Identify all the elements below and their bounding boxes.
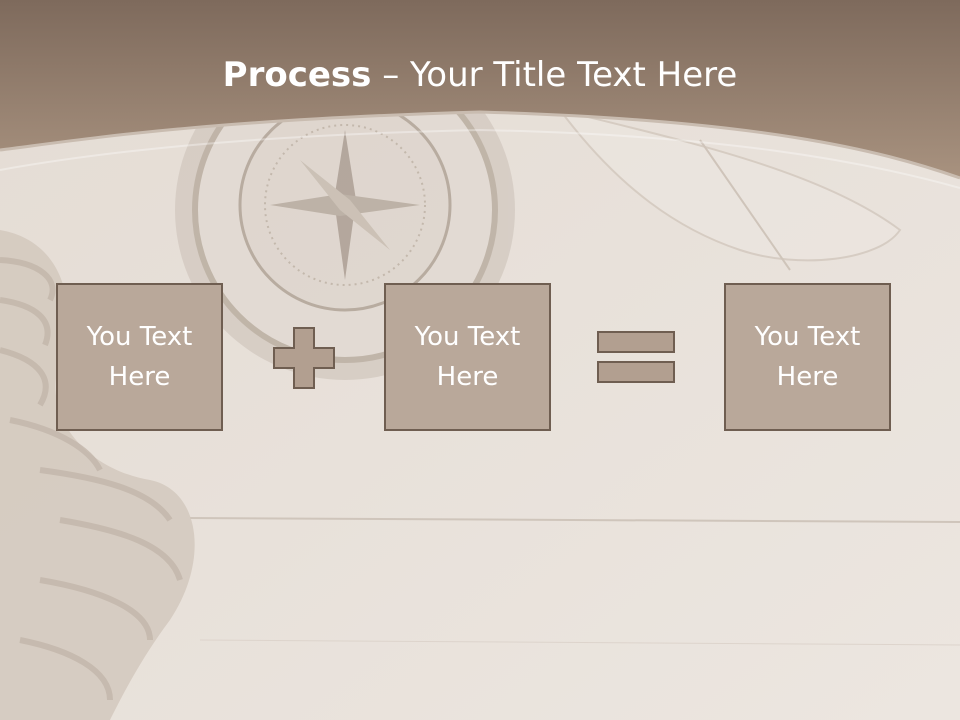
process-box-2-text: You Text Here [414,322,521,392]
rope-illustration [0,230,195,720]
process-box-2[interactable]: You Text Here [384,283,551,431]
title-dash: – [371,55,411,95]
plus-icon [273,327,335,389]
process-box-3-text: You Text Here [754,322,861,392]
equals-icon [597,331,675,383]
process-box-1-text: You Text Here [86,322,193,392]
feather-illustration [557,108,902,271]
process-box-1[interactable]: You Text Here [56,283,223,431]
slide-title: Process – Your Title Text Here [0,52,960,98]
title-rest: Your Title Text Here [410,55,738,95]
title-bold: Process [222,55,372,95]
process-box-3[interactable]: You Text Here [724,283,891,431]
